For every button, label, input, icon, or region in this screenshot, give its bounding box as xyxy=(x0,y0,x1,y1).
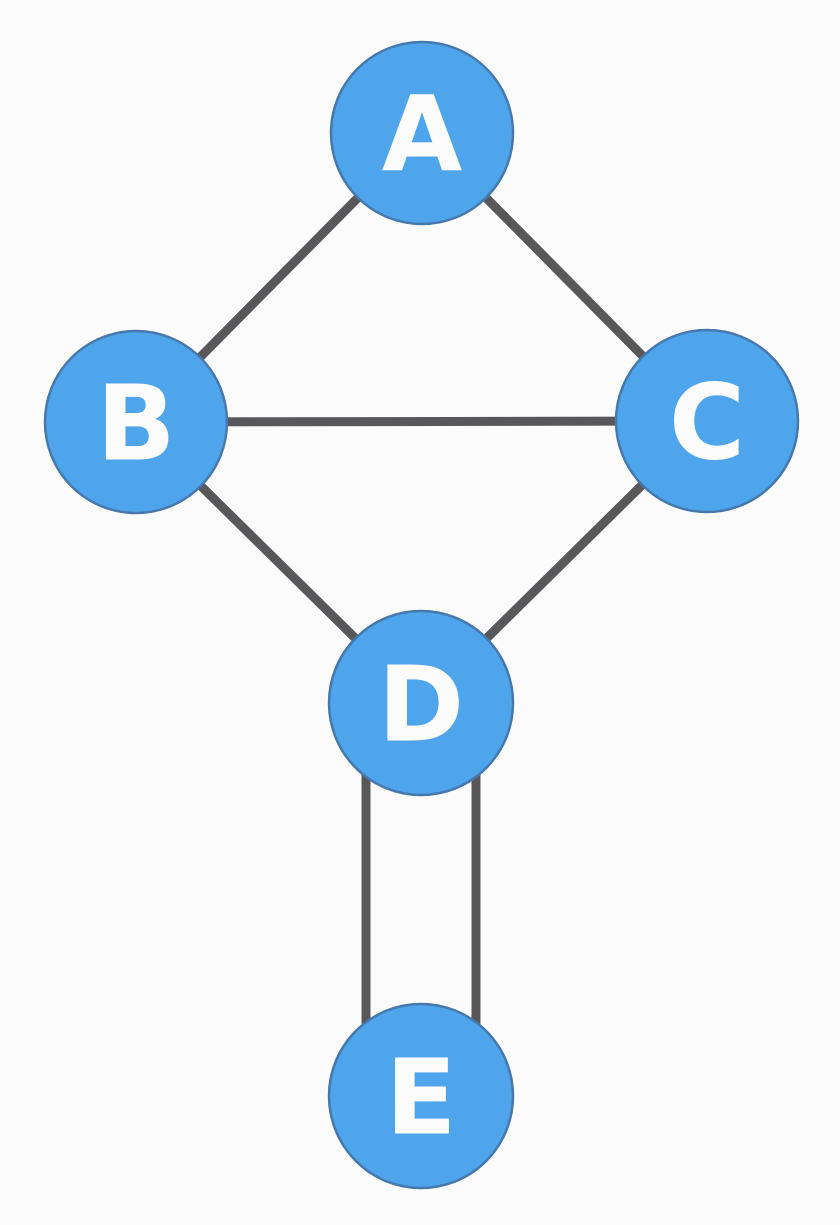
node-E-label: E xyxy=(385,1036,456,1158)
node-E: E xyxy=(327,1002,515,1190)
node-D: D xyxy=(327,609,515,797)
edge-B-C xyxy=(135,416,708,427)
node-A-circle xyxy=(329,40,515,226)
node-E-circle xyxy=(327,1002,515,1190)
node-B-circle xyxy=(43,329,229,515)
node-D-circle xyxy=(327,609,515,797)
node-A: A xyxy=(329,40,515,226)
node-A-label: A xyxy=(382,73,463,195)
node-B-label: B xyxy=(96,362,175,484)
nodes-layer: A B C D E xyxy=(43,40,800,1190)
node-C: C xyxy=(614,328,800,514)
node-B: B xyxy=(43,329,229,515)
node-C-label: C xyxy=(669,361,745,483)
node-D-label: D xyxy=(378,643,464,765)
node-C-circle xyxy=(614,328,800,514)
